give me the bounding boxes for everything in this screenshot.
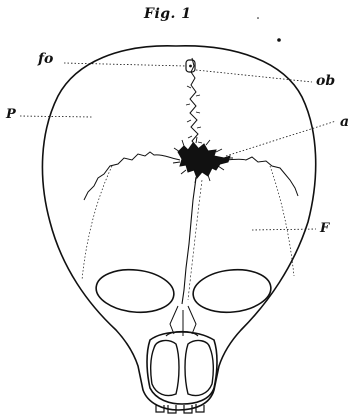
ink-dot xyxy=(257,17,259,19)
leader-fo xyxy=(64,63,186,66)
coronal-suture-right xyxy=(222,157,298,196)
incisor-right xyxy=(185,341,213,396)
label-ob: ob xyxy=(316,74,335,88)
label-fo: fo xyxy=(38,52,53,66)
metopic-suture xyxy=(182,178,196,304)
frontal-edge-right xyxy=(270,166,294,276)
leader-p xyxy=(20,116,92,117)
figure-title: Fig. 1 xyxy=(144,6,192,22)
ink-dot xyxy=(277,38,281,42)
fontanelle-blot xyxy=(178,143,230,178)
label-p: P xyxy=(6,108,16,121)
orbit-left xyxy=(94,266,176,316)
label-f: F xyxy=(320,222,329,235)
leader-a xyxy=(226,121,336,156)
leader-ob xyxy=(196,70,312,82)
coronal-suture-left xyxy=(84,152,180,200)
incisor-left xyxy=(151,341,179,396)
foramen-dot xyxy=(189,65,192,68)
label-a: a xyxy=(340,115,349,129)
frontal-edge-left xyxy=(82,166,112,280)
